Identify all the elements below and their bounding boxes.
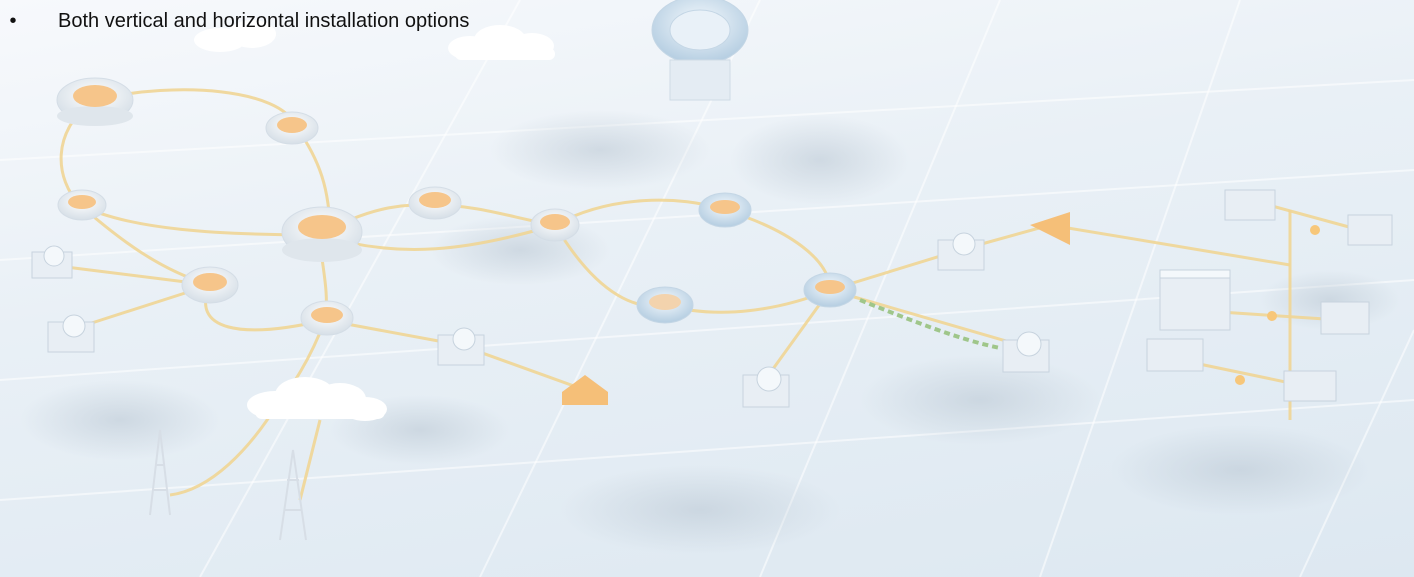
fiber-link-green	[859, 298, 1001, 350]
router-nodes-orange	[56, 77, 857, 336]
building-shadows	[20, 110, 1400, 555]
bullet-marker: •	[9, 10, 17, 32]
bullet-text: Both vertical and horizontal installatio…	[58, 10, 470, 32]
router-nodes-blue	[636, 192, 752, 324]
orange-wedge-devices	[562, 212, 1070, 405]
clouds	[194, 20, 555, 421]
junction-dots	[1235, 225, 1320, 385]
radio-towers	[149, 429, 307, 541]
hub-node-top	[651, 0, 749, 101]
devices-and-buildings	[31, 189, 1393, 408]
